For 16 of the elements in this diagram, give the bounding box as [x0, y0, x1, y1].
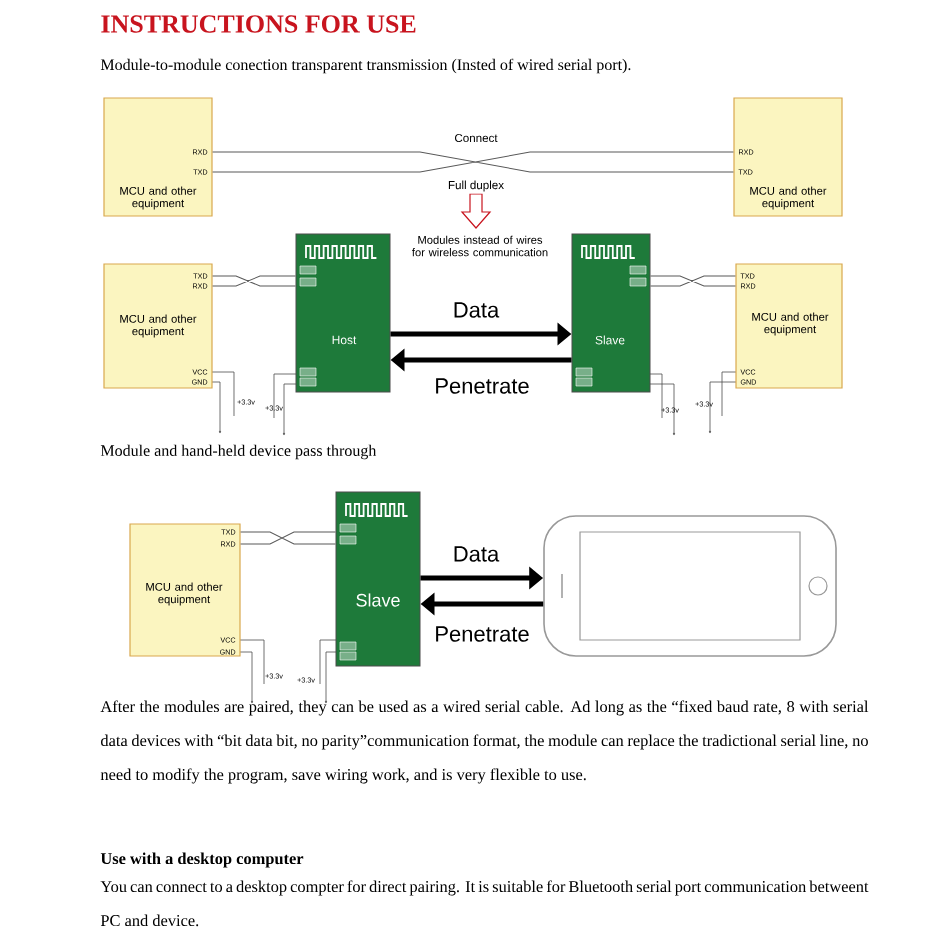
- crossed-wires: [212, 151, 734, 173]
- title: INSTRUCTIONS FOR USE: [101, 15, 416, 33]
- edge-label: Data: [450, 300, 502, 320]
- phone-outline: [543, 515, 837, 657]
- crossed-wires: [240, 531, 336, 545]
- paragraph: After the modules are paired, they can be used as a wired serial cable. Ad long as the “fixed baud rate, 8 with serial data devices with “bit data bit, no parity”communication format, the module can replace the tradictional serial line, no need to modify the program, save wiring work, and is very flexible to use.: [100, 700, 869, 784]
- crossed-wires: [650, 275, 736, 287]
- edge-label: Data: [450, 544, 502, 564]
- section-heading: Module and hand-held device pass through: [100, 444, 377, 460]
- edge-label: Penetrate: [432, 376, 532, 396]
- paragraph: You can connect to a desktop compter for direct pairing. It is suitable for Bluetooth serial port communication betweent PC and device.: [100, 880, 869, 927]
- module-board: Slave: [335, 491, 421, 667]
- edge-label: Penetrate: [432, 624, 532, 644]
- section-heading: Use with a desktop computer: [100, 852, 304, 868]
- crossed-wires: [212, 275, 296, 287]
- section-heading: Module-to-module conection transparent transmission (Insted of wired serial port).: [100, 58, 631, 74]
